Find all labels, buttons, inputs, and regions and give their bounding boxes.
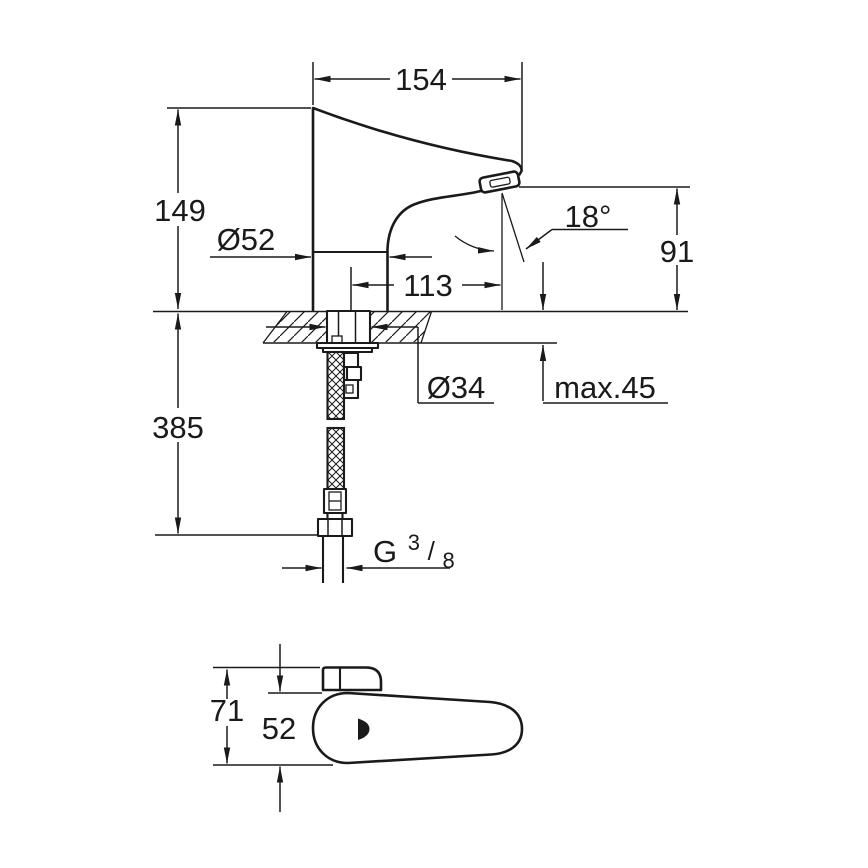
- dimension-hole-diameter: Ø34: [266, 323, 494, 405]
- aerator-block: [478, 170, 521, 194]
- dimension-hose-length: 385: [152, 313, 317, 536]
- dim-label-thread: G 3 / 8: [373, 522, 455, 573]
- dim-label-154: 154: [395, 62, 447, 97]
- thread-denominator: 8: [442, 548, 454, 573]
- dim-label-113: 113: [403, 268, 452, 303]
- dimension-outlet-angle: 18°: [525, 199, 628, 250]
- faucet-body-outline: [311, 106, 523, 312]
- dimension-top-view-width: 52: [262, 644, 322, 812]
- supply-hose: [316, 350, 363, 583]
- dim-label-149: 149: [154, 193, 206, 228]
- outlet-reference-lines: [454, 192, 525, 310]
- dim-label-385: 385: [152, 410, 204, 445]
- dim-label-52: 52: [262, 711, 296, 746]
- hex-nut: [316, 517, 354, 538]
- faucet-underside-profile: [386, 189, 483, 312]
- thread-slash: /: [428, 536, 436, 566]
- angle-arc-arrow: [454, 235, 495, 254]
- dim-label-18deg: 18°: [565, 199, 612, 234]
- sensor-window-mark: [358, 718, 370, 740]
- faucet-left-and-top-profile: [311, 106, 523, 312]
- hose-coupling-middle: [345, 365, 363, 382]
- faucet-body-top-view: [311, 691, 524, 765]
- dimension-max-deck-thickness: max.45: [539, 262, 668, 405]
- mounting-shank: [325, 309, 372, 345]
- dimension-top-view-depth: 71: [210, 666, 333, 766]
- dimension-outlet-height: 91: [519, 186, 694, 310]
- spray-direction-line: [501, 192, 525, 263]
- dim-label-71: 71: [210, 693, 244, 728]
- dimension-body-diameter: Ø52: [210, 222, 432, 261]
- dim-label-dia52: Ø52: [217, 222, 276, 257]
- dim-label-91: 91: [660, 234, 694, 269]
- hose-upper-section: [326, 350, 346, 421]
- dimension-height-above-deck: 149: [154, 107, 311, 309]
- dimension-reach-overall: 154: [312, 62, 523, 170]
- hose-coupling-notch: [345, 384, 354, 394]
- hose-coupling-upper: [342, 351, 360, 369]
- side-view: 154 149 385 Ø52 113: [152, 62, 694, 583]
- leader-arrow: [525, 228, 553, 250]
- dim-label-max45: max.45: [554, 370, 656, 405]
- thread-letter: G: [373, 534, 397, 569]
- dimension-outlet-reach: 113: [350, 267, 501, 310]
- aerator-outlet-face: [489, 176, 511, 188]
- hose-lower-section: [326, 426, 346, 491]
- top-view: 71 52: [210, 644, 524, 812]
- counter-section: [153, 310, 688, 344]
- thread-numerator: 3: [408, 530, 420, 555]
- dimension-thread: G 3 / 8: [282, 522, 455, 573]
- spout-block-top-view: [321, 666, 383, 692]
- counter-break-edge-right: [420, 311, 433, 344]
- mounting-hardware: [315, 309, 380, 354]
- dim-label-dia34: Ø34: [427, 370, 486, 405]
